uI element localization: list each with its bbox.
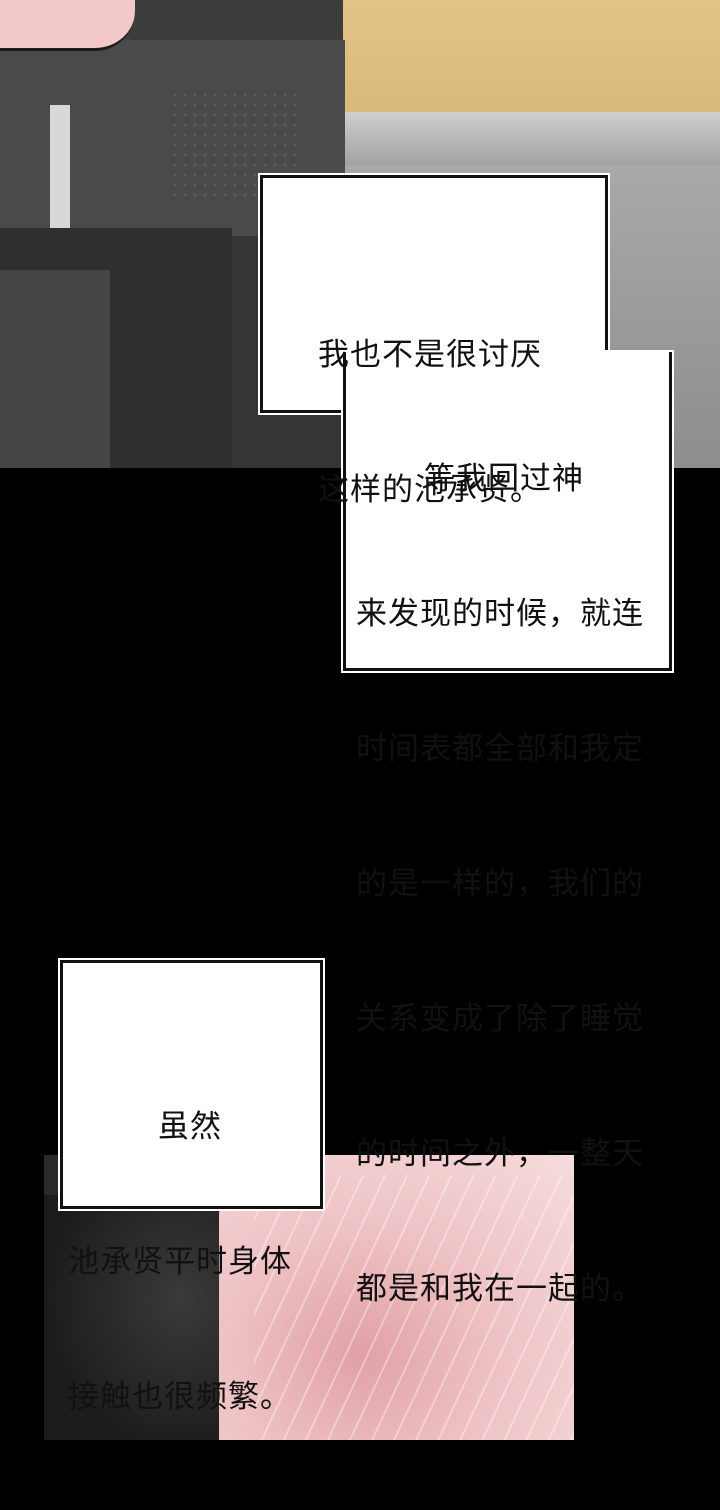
comic-page: 我也不是很讨厌 这样的池承贤。 等我回过神 来发现的时候，就连 时间表都全部和我…	[0, 0, 720, 1440]
monitor-stand	[50, 105, 70, 230]
narration-line: 来发现的时候，就连	[356, 596, 644, 632]
narration-line: 虽然	[158, 1109, 222, 1145]
narration-line: 这样的池承贤。	[318, 472, 542, 508]
narration-line: 的时间之外，一整天	[356, 1136, 644, 1172]
narration-line: 都是和我在一起的。	[356, 1271, 644, 1307]
desk-panel	[0, 270, 110, 468]
narration-line: 我也不是很讨厌	[318, 337, 542, 373]
narration-line: 时间表都全部和我定	[356, 731, 644, 767]
narration-line: 等我回过神	[424, 461, 584, 497]
narration-box-3	[60, 960, 323, 1209]
narration-text-1: 我也不是很讨厌 这样的池承贤。	[318, 243, 542, 603]
hair-strand-highlights	[254, 1175, 574, 1440]
narration-line: 池承贤平时身体	[68, 1244, 292, 1280]
narration-line: 的是一样的，我们的	[356, 866, 644, 902]
narration-line: 接触也很频繁。	[68, 1379, 292, 1415]
narration-text-2: 等我回过神 来发现的时候，就连 时间表都全部和我定 的是一样的，我们的 关系变成…	[356, 367, 644, 1402]
narration-line: 关系变成了除了睡觉	[356, 1001, 644, 1037]
narration-text-3: 虽然 池承贤平时身体 接触也很频繁。	[68, 1015, 292, 1510]
wall-trim	[343, 112, 720, 170]
character-hand	[0, 0, 135, 51]
narration-box-2	[343, 352, 672, 671]
